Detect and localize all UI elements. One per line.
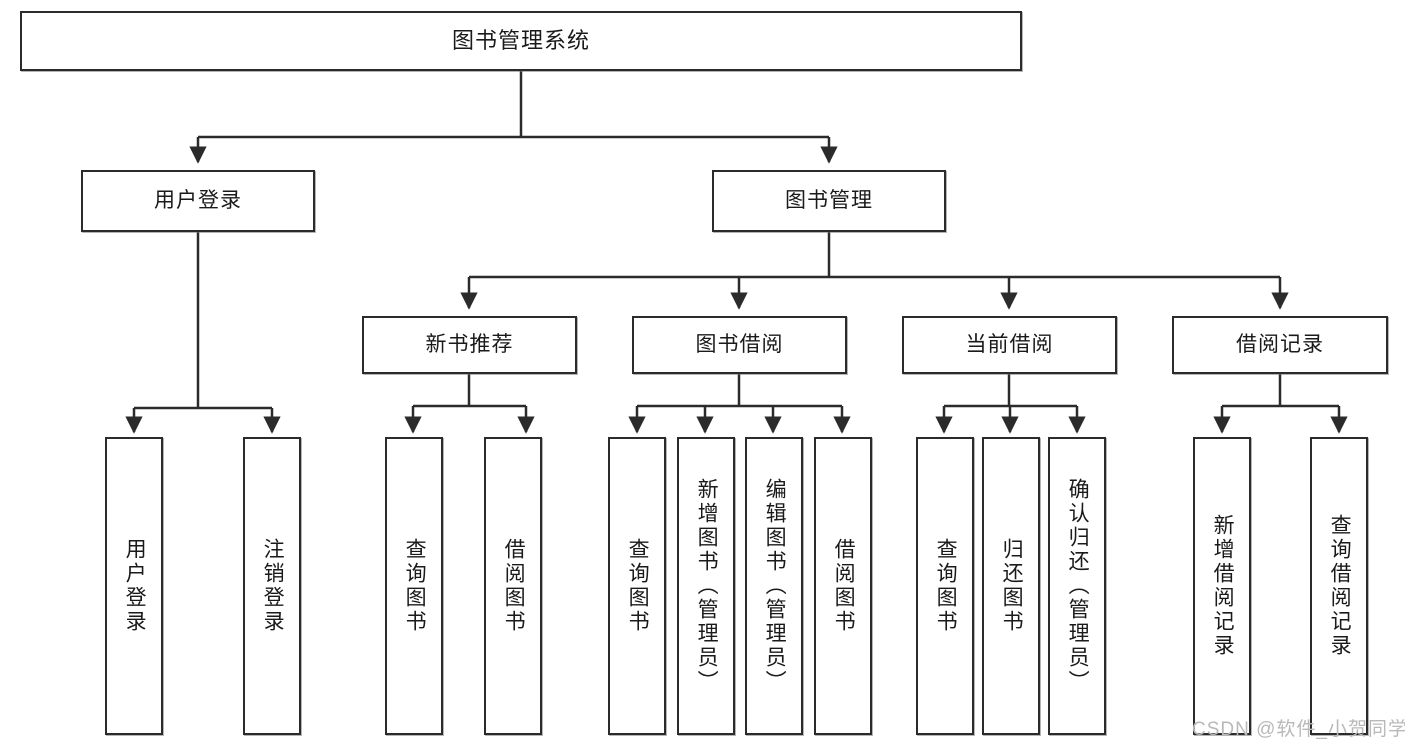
leaf-record-query-record[interactable]: 查询借阅记录 [1310,437,1368,735]
leaf-borrow-add-book-admin[interactable]: 新增图书（管理员） [677,437,735,735]
csdn-watermark: CSDN @软件_小贺同学 [1192,719,1405,740]
leaf-borrow-edit-book-admin[interactable]: 编辑图书（管理员） [745,437,803,735]
node-root-system[interactable]: 图书管理系统 [20,11,1022,71]
leaf-user-login-login[interactable]: 用户登录 [105,437,163,735]
leaf-user-login-logout[interactable]: 注销登录 [243,437,301,735]
leaf-current-return-book[interactable]: 归还图书 [982,437,1040,735]
leaf-recommend-borrow-book[interactable]: 借阅图书 [484,437,542,735]
node-borrow-record[interactable]: 借阅记录 [1172,316,1388,374]
leaf-recommend-query-book[interactable]: 查询图书 [385,437,443,735]
node-current-borrow[interactable]: 当前借阅 [902,316,1117,374]
node-new-book-recommend[interactable]: 新书推荐 [362,316,577,374]
leaf-current-confirm-return-admin[interactable]: 确认归还（管理员） [1048,437,1106,735]
node-book-management[interactable]: 图书管理 [712,170,946,232]
leaf-record-add-record[interactable]: 新增借阅记录 [1193,437,1251,735]
leaf-borrow-borrow-book[interactable]: 借阅图书 [814,437,872,735]
leaf-current-query-book[interactable]: 查询图书 [916,437,974,735]
node-user-login[interactable]: 用户登录 [81,170,315,232]
leaf-borrow-query-book[interactable]: 查询图书 [608,437,666,735]
node-book-borrow[interactable]: 图书借阅 [632,316,847,374]
